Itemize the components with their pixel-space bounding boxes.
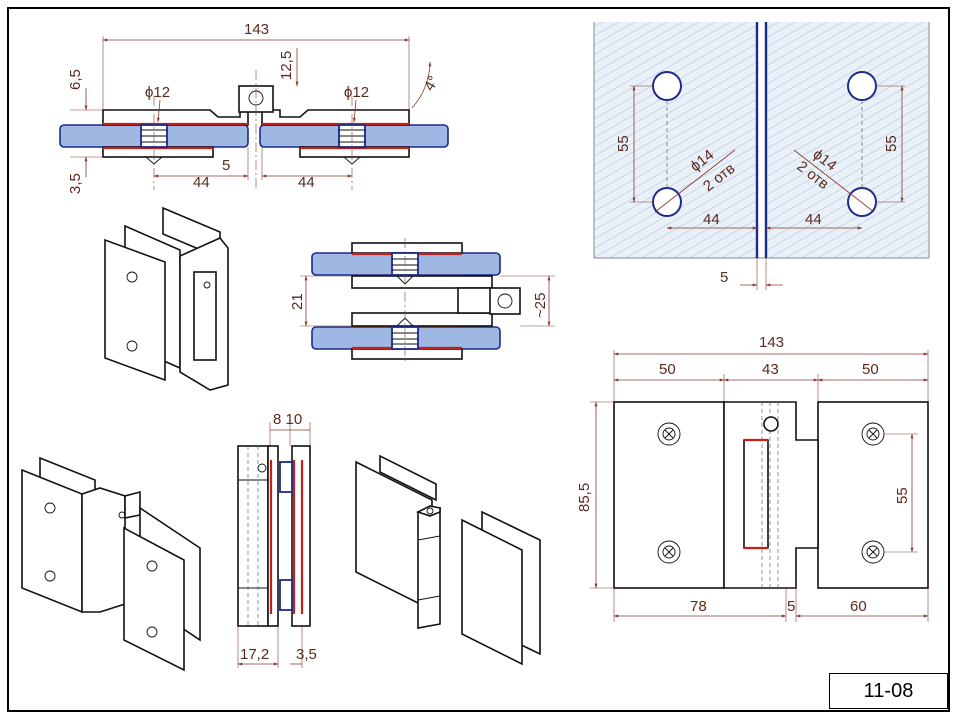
front-right-plate bbox=[817, 401, 929, 589]
screw-head bbox=[657, 540, 681, 564]
top-overall-dim: 143 bbox=[244, 21, 269, 38]
glass-hole bbox=[847, 71, 877, 101]
drawing-code: 11-08 bbox=[863, 679, 914, 702]
layout-spacing-right: 55 bbox=[883, 135, 900, 152]
top-gap: 5 bbox=[222, 157, 230, 174]
front-view: 143 50 43 50 85,5 55 bbox=[576, 334, 929, 622]
top-hole-diameter-right: ϕ12 bbox=[344, 84, 369, 101]
top-left-span: 44 bbox=[193, 174, 210, 191]
section-inner-gap: 21 bbox=[289, 293, 306, 310]
side-view: 8 10 17,2 3,5 bbox=[237, 411, 317, 668]
top-view: 143 12,5 ϕ12 ϕ12 bbox=[59, 21, 449, 194]
side-top-dims: 8 10 bbox=[273, 411, 302, 428]
front-bottom-right: 60 bbox=[850, 598, 867, 615]
section-pin-offset: ~25 bbox=[532, 293, 549, 318]
top-glass-offset: 3,5 bbox=[67, 173, 84, 194]
top-right-span: 44 bbox=[298, 174, 315, 191]
top-plate-thickness: 6,5 bbox=[67, 69, 84, 90]
drawing-code-box: 11-08 bbox=[829, 673, 948, 709]
drawing-frame bbox=[7, 7, 950, 712]
glass-sheet-right bbox=[766, 22, 929, 258]
front-middle: 43 bbox=[762, 361, 779, 378]
iso-view-offset bbox=[355, 454, 541, 666]
glass-hole-layout: 55 55 ϕ14 2 отв ϕ14 2 отв 44 44 5 bbox=[593, 22, 930, 290]
section-view: 21 ~25 bbox=[289, 238, 555, 362]
front-left-leaf: 50 bbox=[659, 361, 676, 378]
front-height: 85,5 bbox=[576, 483, 593, 512]
iso-view-closed bbox=[104, 206, 229, 391]
side-bottom-left: 17,2 bbox=[240, 646, 269, 663]
glass-sheet-left bbox=[594, 22, 757, 258]
side-bottom-right: 3,5 bbox=[296, 646, 317, 663]
front-left-plate bbox=[613, 401, 725, 589]
layout-edge-left: 44 bbox=[703, 211, 720, 228]
front-hole-spacing: 55 bbox=[894, 487, 911, 504]
top-angle: 4° bbox=[421, 73, 443, 94]
top-pin-dim: 12,5 bbox=[278, 51, 295, 80]
front-overall: 143 bbox=[759, 334, 784, 351]
glass-hole bbox=[652, 187, 682, 217]
layout-spacing-left: 55 bbox=[615, 135, 632, 152]
screw-head bbox=[657, 422, 681, 446]
layout-edge-right: 44 bbox=[805, 211, 822, 228]
iso-view-open bbox=[21, 456, 201, 672]
top-hole-diameter-left: ϕ12 bbox=[145, 84, 170, 101]
front-bottom-left: 78 bbox=[690, 598, 707, 615]
glass-hole bbox=[847, 187, 877, 217]
glass-hole bbox=[652, 71, 682, 101]
hinge-plate-top bbox=[102, 109, 249, 126]
layout-gap: 5 bbox=[720, 269, 728, 286]
section-knuckle bbox=[489, 287, 521, 315]
front-right-leaf: 50 bbox=[862, 361, 879, 378]
front-bottom-gap: 5 bbox=[787, 598, 795, 615]
